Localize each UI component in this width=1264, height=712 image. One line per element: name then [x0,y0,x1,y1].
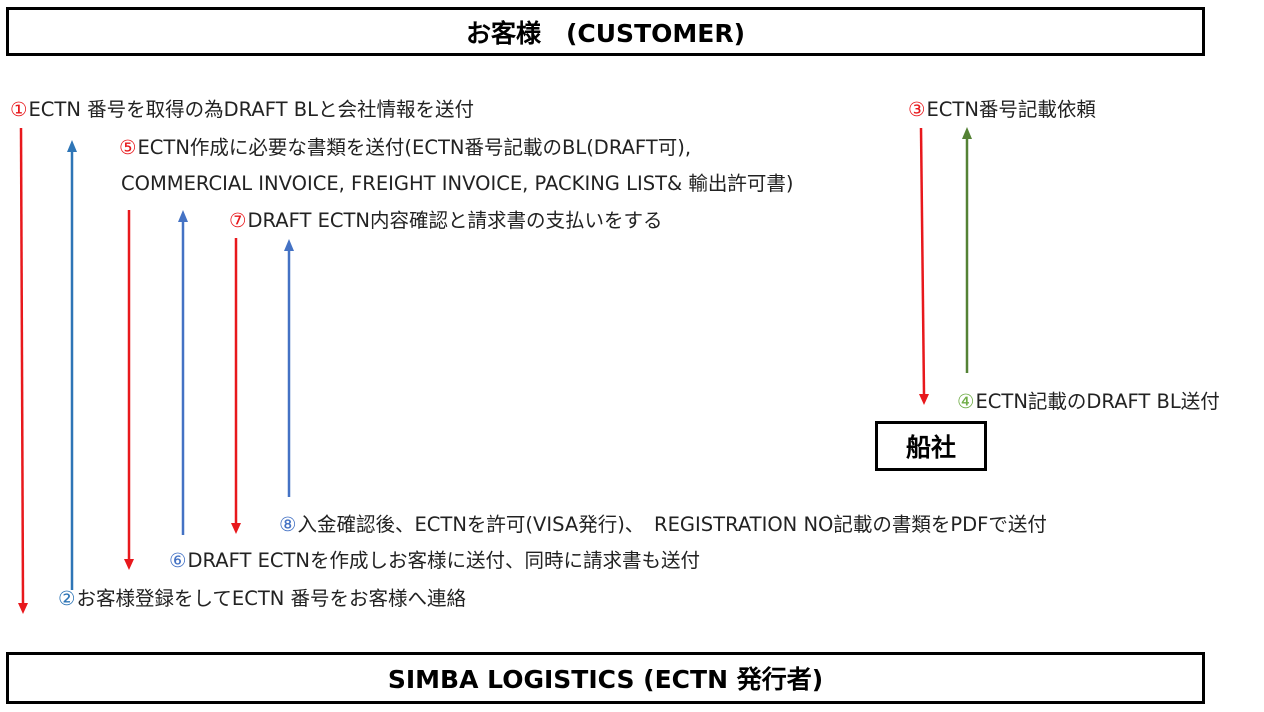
step-2-text: お客様登録をしてECTN 番号をお客様へ連絡 [76,587,467,610]
arrow-step-6 [178,210,188,535]
shipping-line-box: 船社 [875,421,987,471]
arrow-step-2 [67,140,77,590]
step-5-label-line2: COMMERCIAL INVOICE, FREIGHT INVOICE, PAC… [121,171,794,197]
step-5-number: ⑤ [119,136,137,159]
step-5-text-line2: COMMERCIAL INVOICE, FREIGHT INVOICE, PAC… [121,172,794,195]
step-1-text: ECTN 番号を取得の為DRAFT BLと会社情報を送付 [28,98,474,121]
step-5-label: ⑤ECTN作成に必要な書類を送付(ECTN番号記載のBL(DRAFT可), [119,135,691,161]
arrow-step-7 [231,238,241,534]
step-8-label: ⑧入金確認後、ECTNを許可(VISA発行)、 REGISTRATION NO記… [279,512,1047,538]
step-8-number: ⑧ [279,513,297,536]
simba-logistics-box: SIMBA LOGISTICS (ECTN 発行者) [6,652,1205,704]
arrow-step-1 [18,127,28,614]
customer-box-label: お客様 (CUSTOMER) [465,18,746,48]
arrow-step-8 [284,239,294,497]
step-7-number: ⑦ [229,209,247,232]
step-6-text: DRAFT ECTNを作成しお客様に送付、同時に請求書も送付 [187,549,701,572]
step-6-number: ⑥ [169,549,187,572]
step-4-number: ④ [957,390,975,413]
step-7-text: DRAFT ECTN内容確認と請求書の支払いをする [247,209,663,232]
step-3-label: ③ECTN番号記載依頼 [908,97,1096,123]
step-2-number: ② [58,587,76,610]
step-8-text: 入金確認後、ECTNを許可(VISA発行)、 REGISTRATION NO記載… [297,513,1047,536]
step-4-text: ECTN記載のDRAFT BL送付 [975,390,1220,413]
step-2-label: ②お客様登録をしてECTN 番号をお客様へ連絡 [58,586,466,612]
step-1-number: ① [10,98,28,121]
arrow-step-3 [919,127,929,405]
step-5-text: ECTN作成に必要な書類を送付(ECTN番号記載のBL(DRAFT可), [137,136,692,159]
customer-box: お客様 (CUSTOMER) [6,7,1205,56]
arrow-step-5 [124,210,134,570]
step-3-number: ③ [908,98,926,121]
simba-box-label: SIMBA LOGISTICS (ECTN 発行者) [387,665,824,694]
step-7-label: ⑦DRAFT ECTN内容確認と請求書の支払いをする [229,208,663,234]
arrow-step-4 [962,127,972,373]
step-4-label: ④ECTN記載のDRAFT BL送付 [957,389,1220,415]
step-1-label: ①ECTN 番号を取得の為DRAFT BLと会社情報を送付 [10,97,474,123]
step-3-text: ECTN番号記載依頼 [926,98,1096,121]
carrier-box-label: 船社 [905,433,956,462]
step-6-label: ⑥DRAFT ECTNを作成しお客様に送付、同時に請求書も送付 [169,548,700,574]
